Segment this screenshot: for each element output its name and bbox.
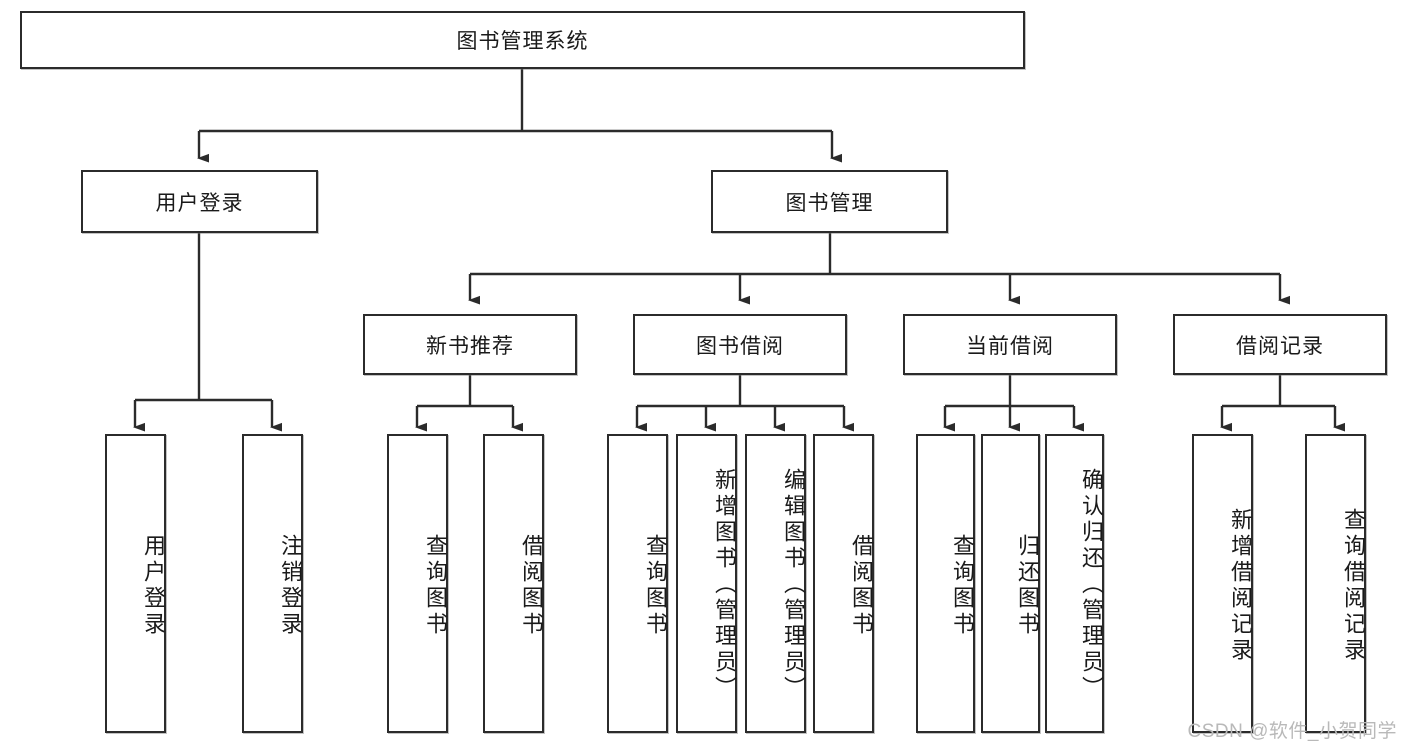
node-book-manage-label: 图书管理	[785, 191, 874, 215]
node-leaf-add-book[interactable]: 新增图书（管理员）	[676, 434, 737, 733]
watermark-text: CSDN @软件_小贺同学	[1187, 721, 1397, 742]
node-leaf-borrow-book-1-label: 借阅图书	[519, 533, 544, 638]
node-leaf-confirm-return[interactable]: 确认归还（管理员）	[1045, 434, 1104, 733]
node-leaf-query-book-3-label: 查询图书	[950, 533, 975, 638]
node-current-borrow[interactable]: 当前借阅	[903, 314, 1117, 375]
node-user-login-label: 用户登录	[155, 191, 244, 215]
node-book-manage[interactable]: 图书管理	[711, 170, 948, 233]
node-leaf-edit-book-label: 编辑图书（管理员）	[781, 467, 806, 702]
node-user-login[interactable]: 用户登录	[81, 170, 318, 233]
node-leaf-logout-login-label: 注销登录	[278, 533, 303, 638]
node-current-borrow-label: 当前借阅	[966, 334, 1054, 358]
node-leaf-confirm-return-label: 确认归还（管理员）	[1079, 467, 1104, 702]
node-leaf-borrow-book-2-label: 借阅图书	[849, 533, 874, 638]
node-leaf-borrow-book-2[interactable]: 借阅图书	[813, 434, 874, 733]
node-book-borrow-label: 图书借阅	[696, 334, 784, 358]
node-leaf-query-book-1-label: 查询图书	[423, 533, 448, 638]
node-leaf-query-book-2[interactable]: 查询图书	[607, 434, 668, 733]
node-root[interactable]: 图书管理系统	[20, 11, 1025, 69]
node-leaf-add-record-label: 新增借阅记录	[1228, 507, 1253, 664]
node-new-book-recommend[interactable]: 新书推荐	[363, 314, 577, 375]
node-borrow-record-label: 借阅记录	[1236, 334, 1324, 358]
node-leaf-query-book-2-label: 查询图书	[643, 533, 668, 638]
node-leaf-borrow-book-1[interactable]: 借阅图书	[483, 434, 544, 733]
node-leaf-user-login-label: 用户登录	[141, 533, 166, 638]
node-leaf-add-record[interactable]: 新增借阅记录	[1192, 434, 1253, 733]
node-root-label: 图书管理系统	[456, 30, 589, 53]
node-borrow-record[interactable]: 借阅记录	[1173, 314, 1387, 375]
node-leaf-edit-book[interactable]: 编辑图书（管理员）	[745, 434, 806, 733]
node-leaf-query-record[interactable]: 查询借阅记录	[1305, 434, 1366, 733]
node-leaf-return-book-label: 归还图书	[1015, 533, 1040, 638]
node-leaf-logout-login[interactable]: 注销登录	[242, 434, 303, 733]
node-new-book-recommend-label: 新书推荐	[426, 334, 514, 358]
node-leaf-query-book-1[interactable]: 查询图书	[387, 434, 448, 733]
node-book-borrow[interactable]: 图书借阅	[633, 314, 847, 375]
node-leaf-query-record-label: 查询借阅记录	[1341, 507, 1366, 664]
node-leaf-user-login[interactable]: 用户登录	[105, 434, 166, 733]
node-leaf-return-book[interactable]: 归还图书	[981, 434, 1040, 733]
node-leaf-add-book-label: 新增图书（管理员）	[712, 467, 737, 702]
node-leaf-query-book-3[interactable]: 查询图书	[916, 434, 975, 733]
